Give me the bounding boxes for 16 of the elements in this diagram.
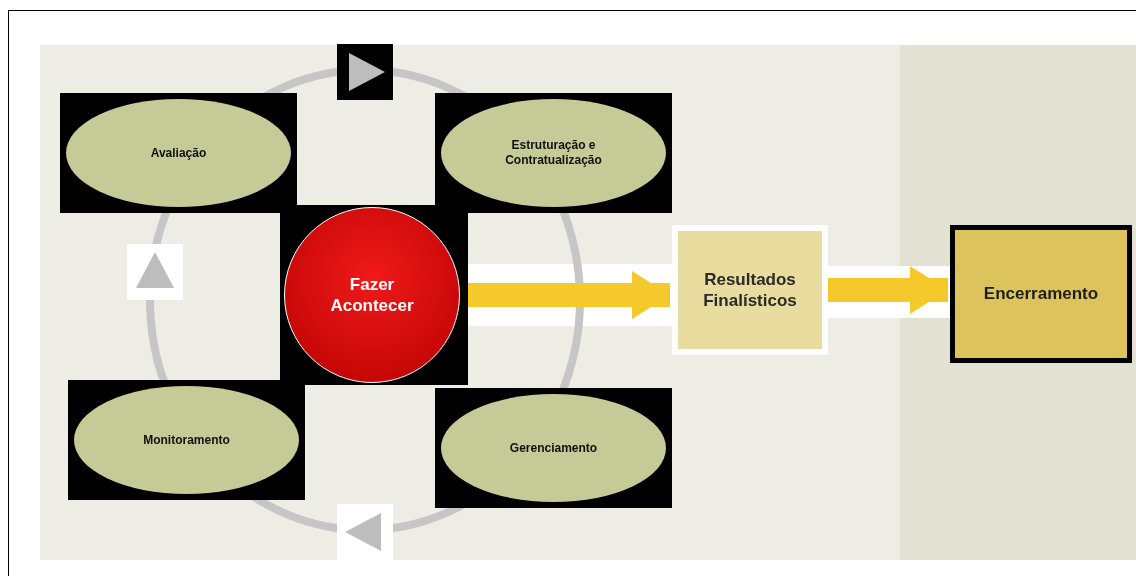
stage-label: Avaliação <box>150 145 207 161</box>
stage-label: Encerramento <box>983 283 1099 305</box>
stage-box <box>60 93 297 213</box>
flow-arrow <box>468 271 670 319</box>
stage-box <box>435 388 672 508</box>
stage-box <box>68 380 305 500</box>
center-box <box>280 205 468 385</box>
flow-arrow <box>828 266 948 314</box>
stage-label: Resultados Finalísticos <box>702 268 798 312</box>
stage-label: Monitoramento <box>143 432 230 448</box>
stage-box <box>435 93 672 213</box>
stage-label: Gerenciamento <box>509 440 598 456</box>
end-box <box>950 225 1132 363</box>
stage-label: Estruturação e Contratualização <box>504 138 603 168</box>
result-box <box>672 225 828 355</box>
stage-label: Fazer Acontecer <box>330 273 414 317</box>
